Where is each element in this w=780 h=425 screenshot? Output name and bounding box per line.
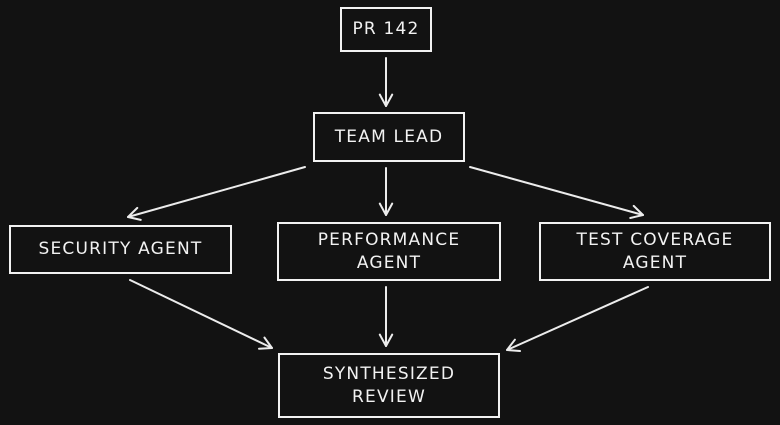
arrowhead-lead-to-performance bbox=[378, 202, 394, 216]
node-security-agent: SECURITY AGENT bbox=[9, 225, 232, 274]
edge-lead-to-security bbox=[127, 166, 306, 218]
node-test-coverage-agent: TEST COVERAGE AGENT bbox=[539, 222, 771, 281]
arrowhead-lead-to-security bbox=[127, 206, 142, 221]
arrowhead-lead-to-coverage bbox=[629, 204, 644, 219]
edge-coverage-to-review bbox=[506, 286, 649, 351]
node-synthesized-review: SYNTHESIZED REVIEW bbox=[278, 353, 500, 418]
node-team-lead: TEAM LEAD bbox=[313, 112, 465, 162]
edge-lead-to-coverage bbox=[469, 166, 644, 216]
arrowhead-performance-to-review bbox=[378, 333, 394, 347]
node-pr-142: PR 142 bbox=[340, 7, 432, 52]
node-performance-agent: PERFORMANCE AGENT bbox=[277, 222, 501, 281]
arrowhead-security-to-review bbox=[258, 336, 273, 350]
arrowhead-coverage-to-review bbox=[506, 338, 521, 352]
edge-security-to-review bbox=[129, 279, 273, 349]
arrowhead-pr-to-lead bbox=[378, 93, 394, 107]
